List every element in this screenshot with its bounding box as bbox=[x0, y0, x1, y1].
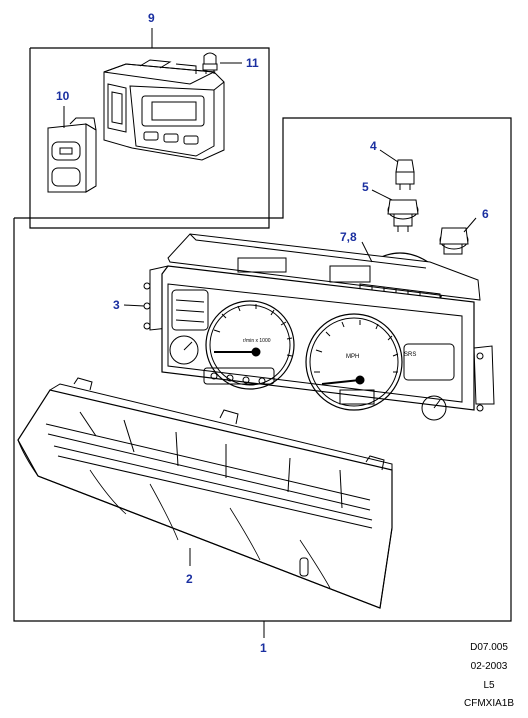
rpm-label: r/min x 1000 bbox=[243, 338, 271, 344]
callout-9: 9 bbox=[148, 11, 155, 25]
speedo-ticks bbox=[314, 320, 399, 373]
tachometer bbox=[205, 300, 295, 390]
instrument-cluster bbox=[143, 233, 495, 421]
bulb-6 bbox=[439, 227, 469, 255]
switch-10 bbox=[47, 117, 97, 193]
panel-frames bbox=[13, 47, 512, 622]
callout-4: 4 bbox=[370, 139, 377, 153]
speedometer bbox=[305, 313, 403, 411]
drawing-code: CFMXIA1B bbox=[463, 698, 514, 709]
mph-label: MPH bbox=[346, 354, 359, 360]
srs-label: SRS bbox=[404, 352, 416, 358]
drawing-date: 02-2003 bbox=[470, 661, 508, 672]
callout-2: 2 bbox=[186, 572, 193, 586]
leader-lines bbox=[63, 28, 477, 638]
callout-5: 5 bbox=[362, 180, 369, 194]
bulb-5 bbox=[387, 199, 419, 232]
callout-6: 6 bbox=[482, 207, 489, 221]
callouts: 9 10 11 4 5 6 7,8 3 2 1 bbox=[56, 11, 489, 655]
tacho-ticks bbox=[213, 304, 293, 357]
callout-11: 11 bbox=[246, 56, 259, 70]
callout-1: 1 bbox=[260, 641, 267, 655]
bulb-11 bbox=[202, 52, 218, 74]
display-module bbox=[103, 59, 225, 161]
upper-assembly-frame bbox=[29, 47, 270, 229]
drawing-number: D07.005 bbox=[470, 642, 508, 653]
callout-7-8: 7,8 bbox=[340, 230, 357, 244]
callout-3: 3 bbox=[113, 298, 120, 312]
bulb-4 bbox=[395, 159, 415, 190]
fuel-gauge bbox=[421, 395, 447, 421]
cluster-lens bbox=[17, 377, 393, 609]
callout-10: 10 bbox=[56, 89, 70, 103]
drawing-revision: L5 bbox=[483, 680, 495, 691]
temp-gauge bbox=[169, 335, 199, 365]
main-assembly-frame bbox=[13, 117, 512, 622]
